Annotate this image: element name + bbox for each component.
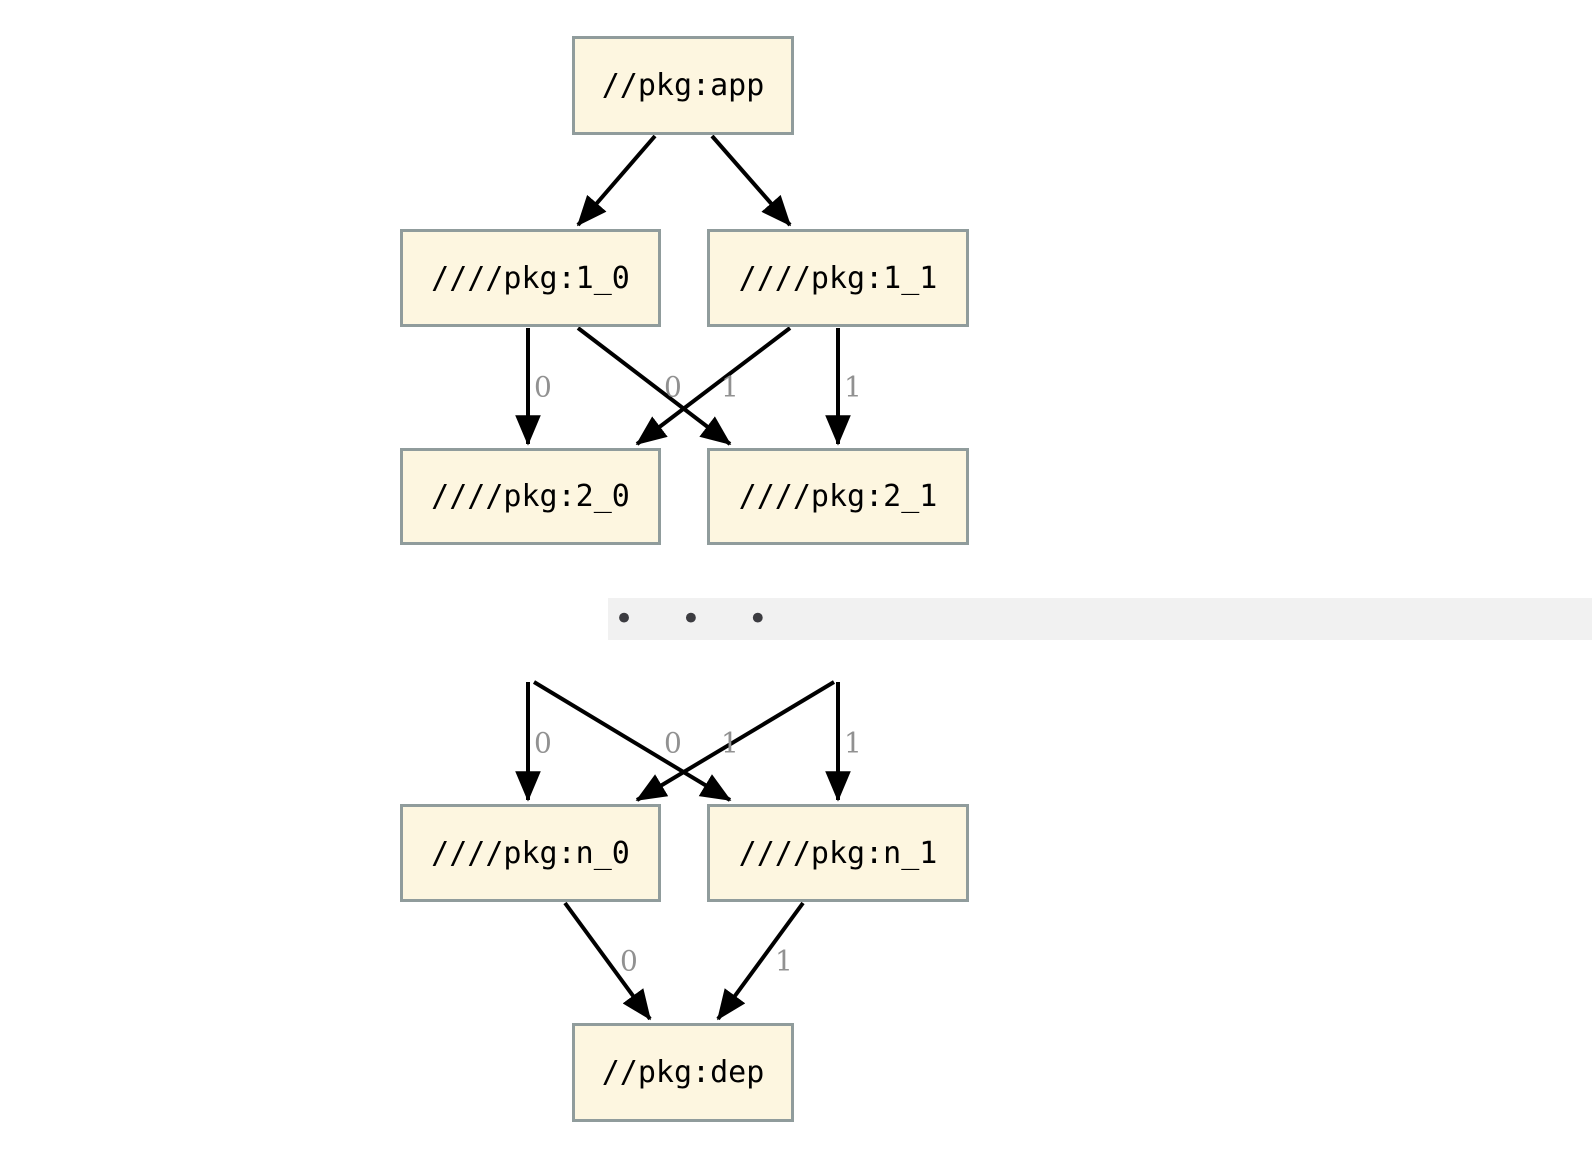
node-label: //pkg:dep	[601, 1055, 765, 1090]
node-n2_0[interactable]: ////pkg:2_0	[400, 448, 661, 545]
node-n1_0[interactable]: ////pkg:1_0	[400, 229, 661, 327]
edge-label: 1	[775, 944, 793, 978]
edge-label: 0	[664, 726, 682, 760]
node-label: ////pkg:n_0	[431, 835, 630, 871]
edge-label: 0	[534, 370, 552, 404]
node-label: ////pkg:2_0	[431, 479, 630, 514]
edge-label: 0	[534, 726, 552, 760]
edge-app-to-n1_1	[710, 134, 792, 227]
edge-label: 1	[721, 726, 739, 760]
edge-hidden_b-to-nn_0	[635, 680, 836, 802]
ellipsis-separator-band: • • •	[608, 598, 1592, 640]
node-n1_1[interactable]: ////pkg:1_1	[707, 229, 969, 327]
edge-label: 1	[721, 370, 739, 404]
edge-n1_1-to-n2_0	[635, 326, 792, 446]
edge-hidden_a-to-nn_1	[532, 680, 732, 802]
edge-group	[515, 134, 851, 1021]
node-label: ////pkg:2_1	[738, 479, 938, 514]
node-nn_1[interactable]: ////pkg:n_1	[707, 804, 969, 902]
node-n2_1[interactable]: ////pkg:2_1	[707, 448, 969, 545]
node-label: ////pkg:1_1	[738, 260, 938, 296]
node-dep[interactable]: //pkg:dep	[572, 1023, 794, 1122]
ellipsis-dots: • • •	[614, 599, 786, 639]
edge-n1_0-to-n2_1	[576, 326, 732, 446]
edge-label: 1	[844, 370, 862, 404]
edge-nn_0-to-dep	[563, 901, 652, 1021]
edge-nn_1-to-dep	[716, 901, 805, 1021]
edge-app-to-n1_0	[576, 134, 657, 227]
node-label: //pkg:app	[601, 68, 765, 103]
node-app[interactable]: //pkg:app	[572, 36, 794, 135]
node-label: ////pkg:1_0	[431, 260, 630, 296]
node-nn_0[interactable]: ////pkg:n_0	[400, 804, 661, 902]
node-label: ////pkg:n_1	[738, 835, 938, 871]
edge-label: 0	[664, 370, 682, 404]
edge-label: 1	[844, 726, 862, 760]
edge-label: 0	[620, 944, 638, 978]
